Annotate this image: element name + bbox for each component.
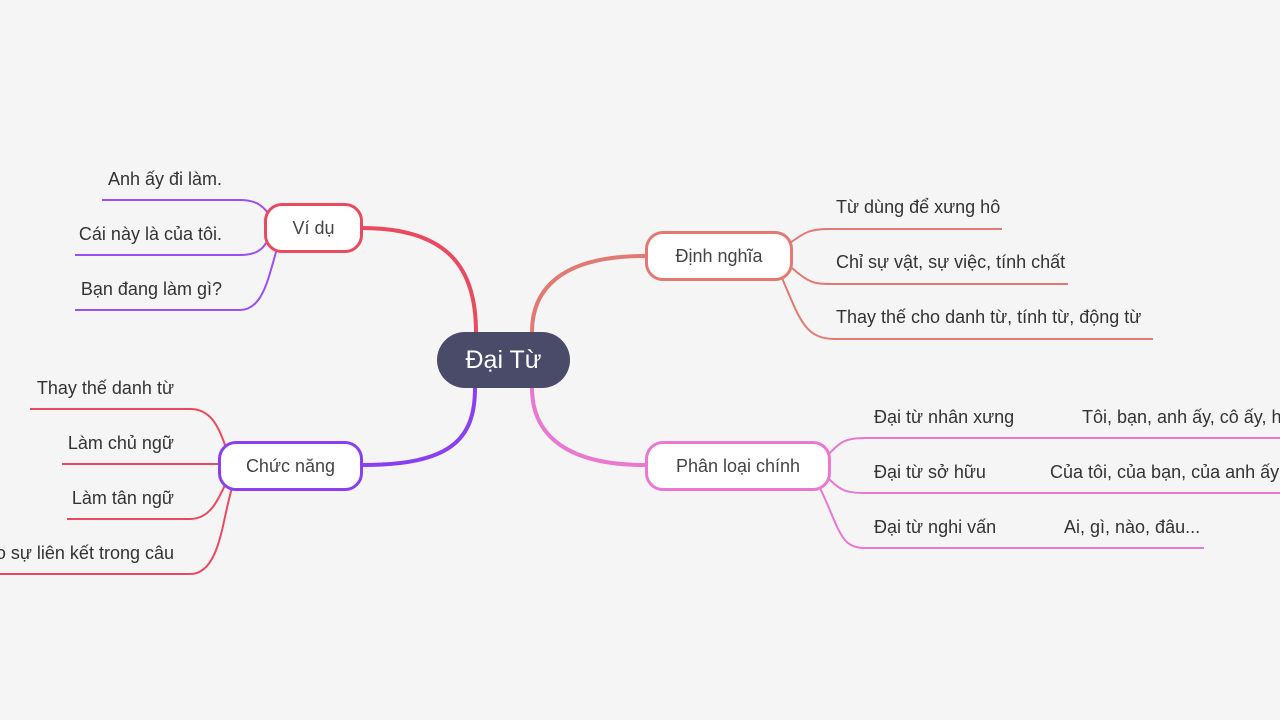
child-line — [67, 484, 226, 520]
child-line — [791, 267, 1068, 285]
topic-dinh-nghia[interactable]: Định nghĩa — [645, 231, 793, 281]
child-line — [30, 408, 226, 446]
subtopic[interactable]: Chỉ sự vật, sự việc, tính chất — [836, 252, 1066, 272]
child-line — [0, 487, 233, 575]
subtopic[interactable]: Cái này là của tôi. — [78, 224, 222, 244]
subtopic-example[interactable]: Ai, gì, nào, đâu... — [1064, 517, 1201, 537]
topic-label: Chức năng — [245, 455, 336, 476]
subtopic[interactable]: Đại từ nghi vấn — [874, 517, 997, 537]
subtopic[interactable]: Tạo sự liên kết trong câu — [0, 543, 174, 563]
subtopic[interactable]: Bạn đang làm gì? — [80, 279, 222, 299]
topic-label: Ví dụ — [292, 217, 335, 238]
subtopic[interactable]: Đại từ nhân xưng — [874, 407, 1015, 427]
subtopic[interactable]: Từ dùng để xưng hô — [836, 197, 1001, 217]
subtopic-example[interactable]: Của tôi, của bạn, của anh ấy — [1050, 462, 1280, 482]
branch-line-dinh-nghia — [530, 254, 646, 333]
child-line — [789, 228, 1002, 244]
subtopic[interactable]: Thay thế danh từ — [36, 378, 174, 398]
child-line — [827, 437, 1280, 456]
branch-line-vi-du — [361, 226, 478, 333]
child-line — [781, 277, 1153, 340]
child-line — [819, 487, 1204, 549]
subtopic[interactable]: Anh ấy đi làm. — [107, 169, 222, 189]
child-line — [827, 477, 1280, 494]
branch-line-chuc-nang — [361, 387, 477, 467]
topic-chuc-nang[interactable]: Chức năng — [218, 441, 363, 491]
topic-phan-loai[interactable]: Phân loại chính — [645, 441, 831, 491]
subtopic-example[interactable]: Tôi, bạn, anh ấy, cô ấy, họ — [1082, 407, 1280, 427]
topic-vi-du[interactable]: Ví dụ — [264, 203, 363, 253]
topic-label: Định nghĩa — [675, 245, 763, 266]
subtopic[interactable]: Làm chủ ngữ — [67, 433, 174, 453]
central-topic-label: Đại Từ — [465, 345, 542, 374]
child-line — [75, 242, 267, 256]
subtopic[interactable]: Làm tân ngữ — [71, 488, 174, 508]
branch-line-phan-loai — [530, 387, 646, 467]
child-line — [102, 199, 269, 214]
topic-label: Phân loại chính — [675, 455, 801, 476]
central-topic[interactable]: Đại Từ — [437, 332, 570, 388]
subtopic[interactable]: Thay thế cho danh từ, tính từ, động từ — [836, 307, 1142, 327]
child-line — [75, 251, 277, 311]
subtopic[interactable]: Đại từ sở hữu — [874, 462, 986, 482]
